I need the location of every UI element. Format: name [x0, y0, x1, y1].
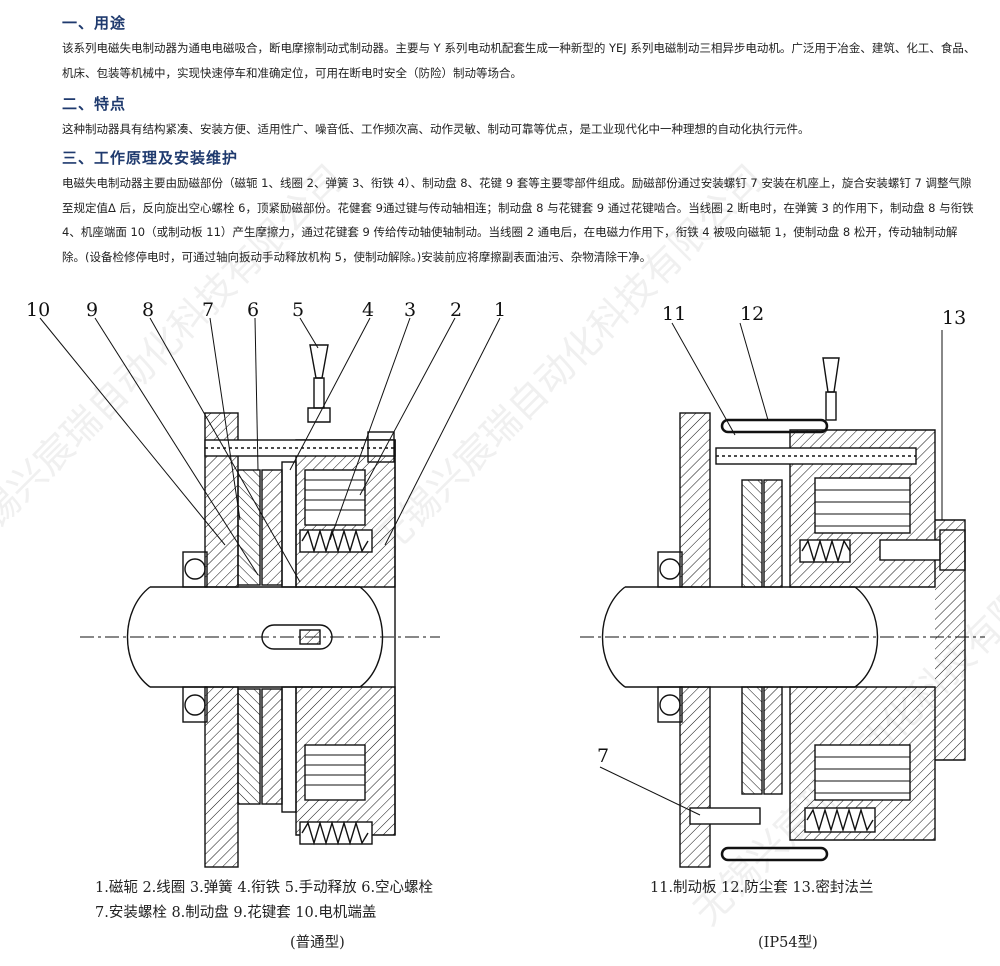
right-callout-numbers: 11 12 13 7 [597, 303, 966, 767]
left-type-label: (普通型) [290, 935, 345, 951]
callout-number: 3 [404, 299, 416, 321]
section-heading-usage: 一、用途 [62, 14, 127, 32]
callout-number: 1 [494, 299, 506, 321]
callout-number: 5 [292, 299, 304, 321]
section-body-principle: 电磁失电制动器主要由励磁部份（磁轭 1、线圈 2、弹簧 3、衔铁 4）、制动盘 … [62, 176, 974, 264]
section-heading-principle: 三、工作原理及安装维护 [62, 149, 239, 167]
right-legend-line-1: 11.制动板 12.防尘套 13.密封法兰 [650, 880, 874, 896]
section-body-features: 这种制动器具有结构紧凑、安装方便、适用性广、噪音低、工作频次高、动作灵敏、制动可… [62, 122, 810, 136]
callout-number: 8 [142, 299, 154, 321]
callout-number: 10 [26, 299, 50, 321]
callout-number: 6 [247, 299, 259, 321]
callout-number: 7 [597, 745, 609, 767]
callout-number: 13 [942, 307, 966, 329]
right-type-label: (IP54型) [758, 935, 818, 951]
left-callout-lines [39, 317, 501, 583]
callout-number: 7 [202, 299, 214, 321]
right-figure [580, 357, 985, 868]
right-callout-lines [599, 322, 943, 816]
section-heading-features: 二、特点 [62, 95, 127, 113]
callout-number: 2 [450, 299, 462, 321]
left-callout-numbers: 10 9 8 7 6 5 4 3 2 1 [26, 299, 506, 321]
left-figure [80, 344, 440, 868]
callout-number: 9 [86, 299, 98, 321]
left-legend-line-1: 1.磁轭 2.线圈 3.弹簧 4.衔铁 5.手动释放 6.空心螺栓 [95, 880, 434, 896]
callout-number: 12 [740, 303, 764, 325]
section-body-usage: 该系列电磁失电制动器为通电电磁吸合，断电摩擦制动式制动器。主要与 Y 系列电动机… [62, 41, 976, 80]
callout-number: 11 [662, 303, 686, 325]
left-legend-line-2: 7.安装螺栓 8.制动盘 9.花键套 10.电机端盖 [95, 905, 377, 921]
callout-number: 4 [362, 299, 374, 321]
